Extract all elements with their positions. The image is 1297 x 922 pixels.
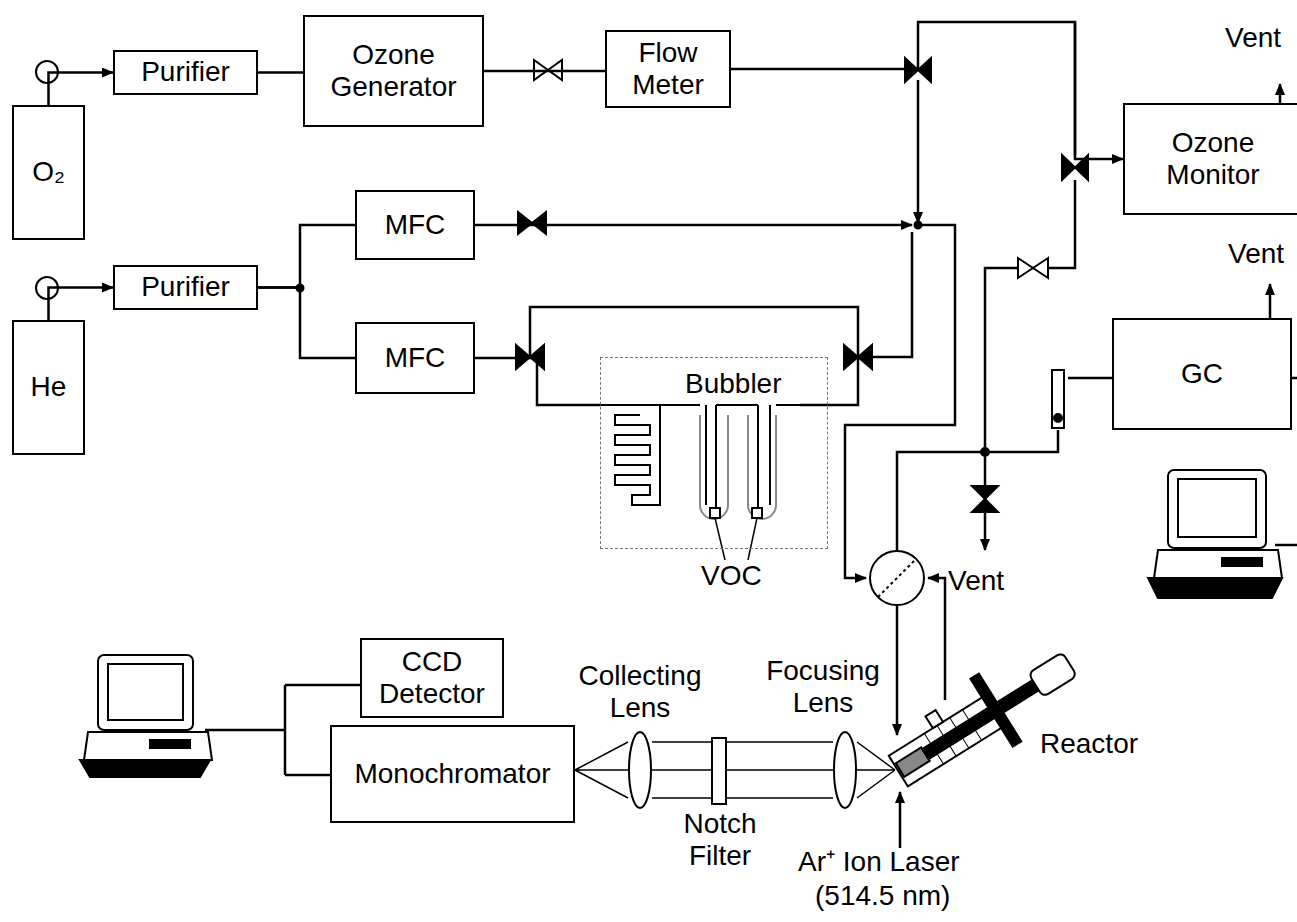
gas-cylinder: He <box>12 320 85 455</box>
part-label: VOC <box>699 560 764 592</box>
box-label: Ozone Monitor <box>1125 127 1297 191</box>
gas-line <box>258 225 355 288</box>
mfc-box: MFC <box>355 190 475 260</box>
gas-line <box>258 71 303 74</box>
part-label: Collecting Lens <box>560 660 720 724</box>
part-label: Vent <box>948 565 1004 597</box>
detector-box: CCD Detector <box>360 638 504 718</box>
box-label: MFC <box>381 209 450 241</box>
instrument-box: Ozone Monitor <box>1123 103 1297 215</box>
part-label: Focusing Lens <box>748 655 898 719</box>
box-label: Monochromator <box>350 758 554 790</box>
part-label: Notch Filter <box>660 808 780 872</box>
gas-line <box>484 70 605 73</box>
box-label: Flow Meter <box>607 37 729 101</box>
box-label: Purifier <box>137 271 234 303</box>
box-label: He <box>27 371 71 403</box>
mfc-box: MFC <box>355 322 475 394</box>
process-box: Ozone Generator <box>303 15 484 127</box>
gas-taps <box>36 61 1064 605</box>
bubbler-illustration <box>537 405 800 560</box>
gas-line <box>731 22 1123 159</box>
gas-cylinder: O₂ <box>12 105 85 240</box>
box-label: CCD Detector <box>362 646 502 710</box>
part-label: Vent <box>1225 22 1281 54</box>
box-label: O₂ <box>28 156 69 188</box>
part-label: Ar⁺ Ion Laser <box>798 846 960 878</box>
gas-line <box>49 73 114 106</box>
reactor-illustration <box>877 630 1091 805</box>
box-label: Ozone Generator <box>305 39 482 103</box>
optics <box>575 732 895 808</box>
part-label: Reactor <box>1040 728 1138 760</box>
purifier-box: Purifier <box>113 265 258 310</box>
instrument-box: GC <box>1112 318 1292 430</box>
computer-left <box>80 655 212 777</box>
region-heading: Bubbler <box>683 368 784 400</box>
gas-line <box>475 358 600 405</box>
process-box: Flow Meter <box>605 30 731 108</box>
gas-line <box>258 288 355 359</box>
bubbler-region: BubblerVOC <box>600 357 828 549</box>
box-label: Purifier <box>137 56 234 88</box>
box-label: GC <box>1177 358 1227 390</box>
gas-line <box>49 288 114 321</box>
process-box: Monochromator <box>330 725 575 823</box>
purifier-box: Purifier <box>113 50 258 95</box>
part-label: Vent <box>1228 238 1284 270</box>
box-label: MFC <box>381 342 450 374</box>
part-label: (514.5 nm) <box>815 880 950 912</box>
computer-right <box>1148 470 1282 598</box>
